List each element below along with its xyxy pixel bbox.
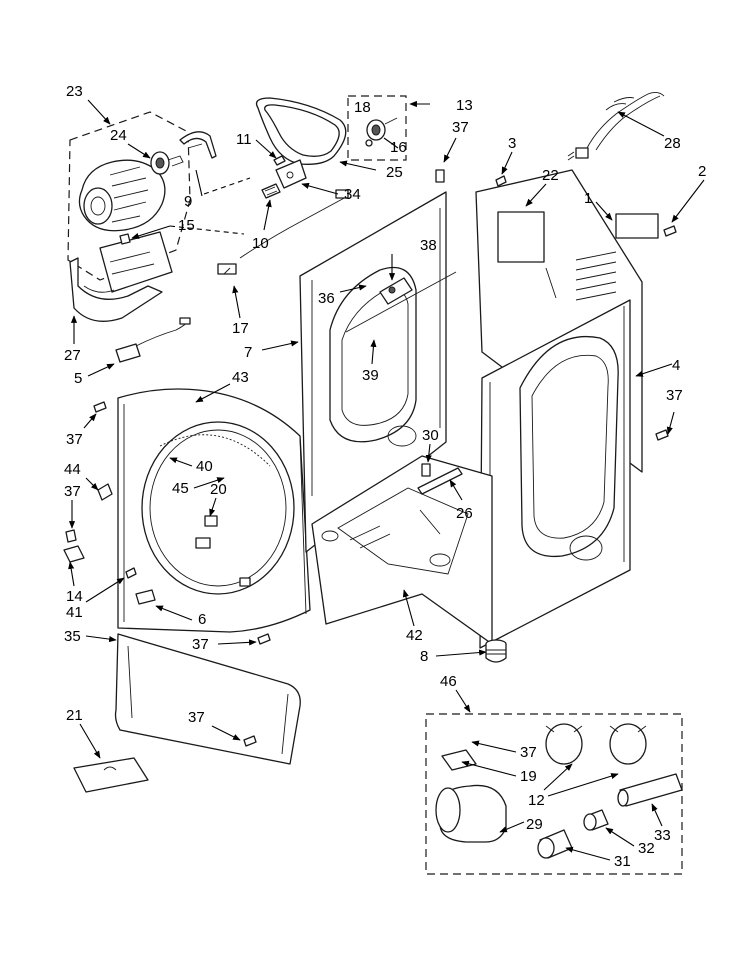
callout-6: 6 [198,611,206,628]
callout-46: 46 [440,673,457,690]
callout-43: 43 [232,369,249,386]
toe-kick-panel [114,633,301,765]
callout-27: 27 [64,347,81,364]
callout-21: 21 [66,707,83,724]
motor-switch [115,317,191,363]
callout-8: 8 [420,648,428,665]
callout-34: 34 [344,186,361,203]
callout-10: 10 [252,235,269,252]
motor-mount [69,231,173,322]
callout-35: 35 [64,628,81,645]
callout-38: 38 [420,237,437,254]
cabinet-base [311,455,493,645]
leader-lines [68,99,705,861]
callout-37: 37 [666,387,683,404]
callout-16: 16 [390,139,407,156]
idler-spring [261,183,281,199]
callout-18: 18 [354,99,371,116]
callout-11: 11 [236,131,252,148]
callout-3: 3 [508,135,516,152]
callout-26: 26 [456,505,473,522]
motor-clip [179,131,217,159]
callout-22: 22 [542,167,559,184]
cabinet-side-right [479,299,631,649]
literature-packet [73,757,149,793]
exhaust-kit-group [425,713,683,875]
base-bracket [417,463,463,495]
callout-44: 44 [64,461,81,478]
idler-bracket [275,159,307,189]
callout-37: 37 [188,709,205,726]
callout-29: 29 [526,816,543,833]
callout-39: 39 [362,367,379,384]
small-fasteners-left [63,169,677,747]
callout-30: 30 [422,427,439,444]
callout-41: 41 [66,604,83,621]
callout-40: 40 [196,458,213,475]
callout-32: 32 [638,840,655,857]
callout-17: 17 [232,320,249,337]
callout-15: 15 [178,217,195,234]
drive-motor [78,159,166,232]
callout-45: 45 [172,480,189,497]
callout-12: 12 [528,792,545,809]
callout-19: 19 [520,768,537,785]
sensor-bracket [345,271,457,333]
callout-28: 28 [664,135,681,152]
callout-31: 31 [614,853,631,870]
callout-33: 33 [654,827,671,844]
callout-37: 37 [192,636,209,653]
callout-36: 36 [318,290,335,307]
motor-assembly-group [67,111,217,281]
callout-9: 9 [184,193,192,210]
callout-37: 37 [66,431,83,448]
callout-5: 5 [74,370,82,387]
callout-7: 7 [244,344,252,361]
callout-20: 20 [210,481,227,498]
callout-labels: 23 24 11 18 13 37 16 25 3 28 2 22 1 9 34… [64,83,706,870]
callout-37: 37 [64,483,81,500]
callout-4: 4 [672,357,680,374]
terminal-cover [615,213,659,239]
callout-23: 23 [66,83,83,100]
callout-25: 25 [386,164,403,181]
drive-belt [255,97,347,165]
callout-37: 37 [452,119,469,136]
callout-13: 13 [456,97,473,114]
callout-42: 42 [406,627,423,644]
callout-24: 24 [110,127,127,144]
leveling-leg [485,639,507,663]
callout-1: 1 [584,190,592,207]
power-cord [567,91,665,161]
screw-11 [273,155,286,166]
callout-37: 37 [520,744,537,761]
motor-pulley [150,151,184,175]
callout-14: 14 [66,588,83,605]
idler-pulley-group [347,95,407,161]
callout-2: 2 [698,163,706,180]
